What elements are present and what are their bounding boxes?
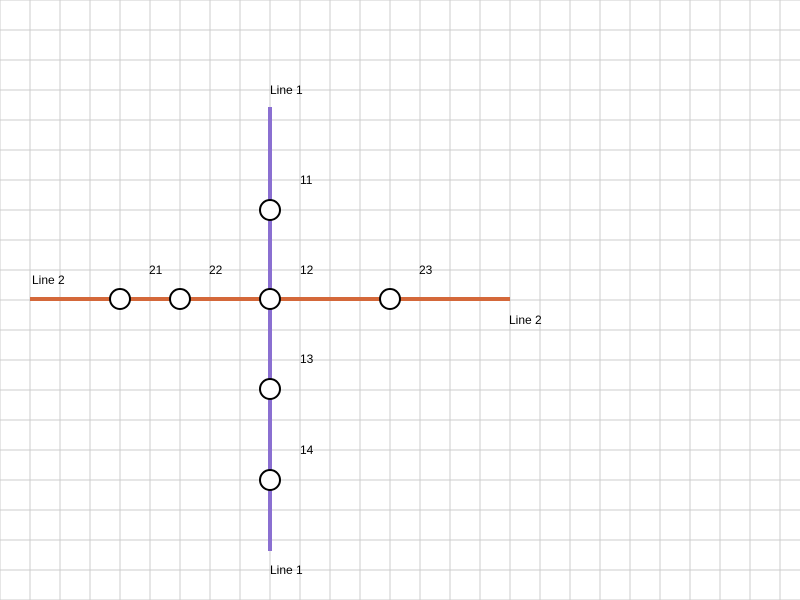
station-label-21: 21 bbox=[149, 263, 163, 277]
station-label-11: 11 bbox=[300, 173, 313, 187]
station-label-23: 23 bbox=[419, 263, 433, 277]
station-21[interactable] bbox=[109, 288, 131, 310]
line-2-label-left: Line 2 bbox=[32, 273, 65, 287]
station-label-12: 12 bbox=[300, 263, 314, 277]
line-2-label-right: Line 2 bbox=[509, 313, 542, 327]
station-label-22: 22 bbox=[209, 263, 223, 277]
station-label-14: 14 bbox=[300, 443, 314, 457]
station-23[interactable] bbox=[379, 288, 401, 310]
station-label-13: 13 bbox=[300, 352, 314, 366]
station-22[interactable] bbox=[169, 288, 191, 310]
station-11[interactable] bbox=[259, 199, 281, 221]
line-1-label-top: Line 1 bbox=[270, 83, 303, 97]
station-13[interactable] bbox=[259, 378, 281, 400]
station-14[interactable] bbox=[259, 469, 281, 491]
station-12[interactable] bbox=[259, 288, 281, 310]
line-1-label-bottom: Line 1 bbox=[270, 563, 303, 577]
